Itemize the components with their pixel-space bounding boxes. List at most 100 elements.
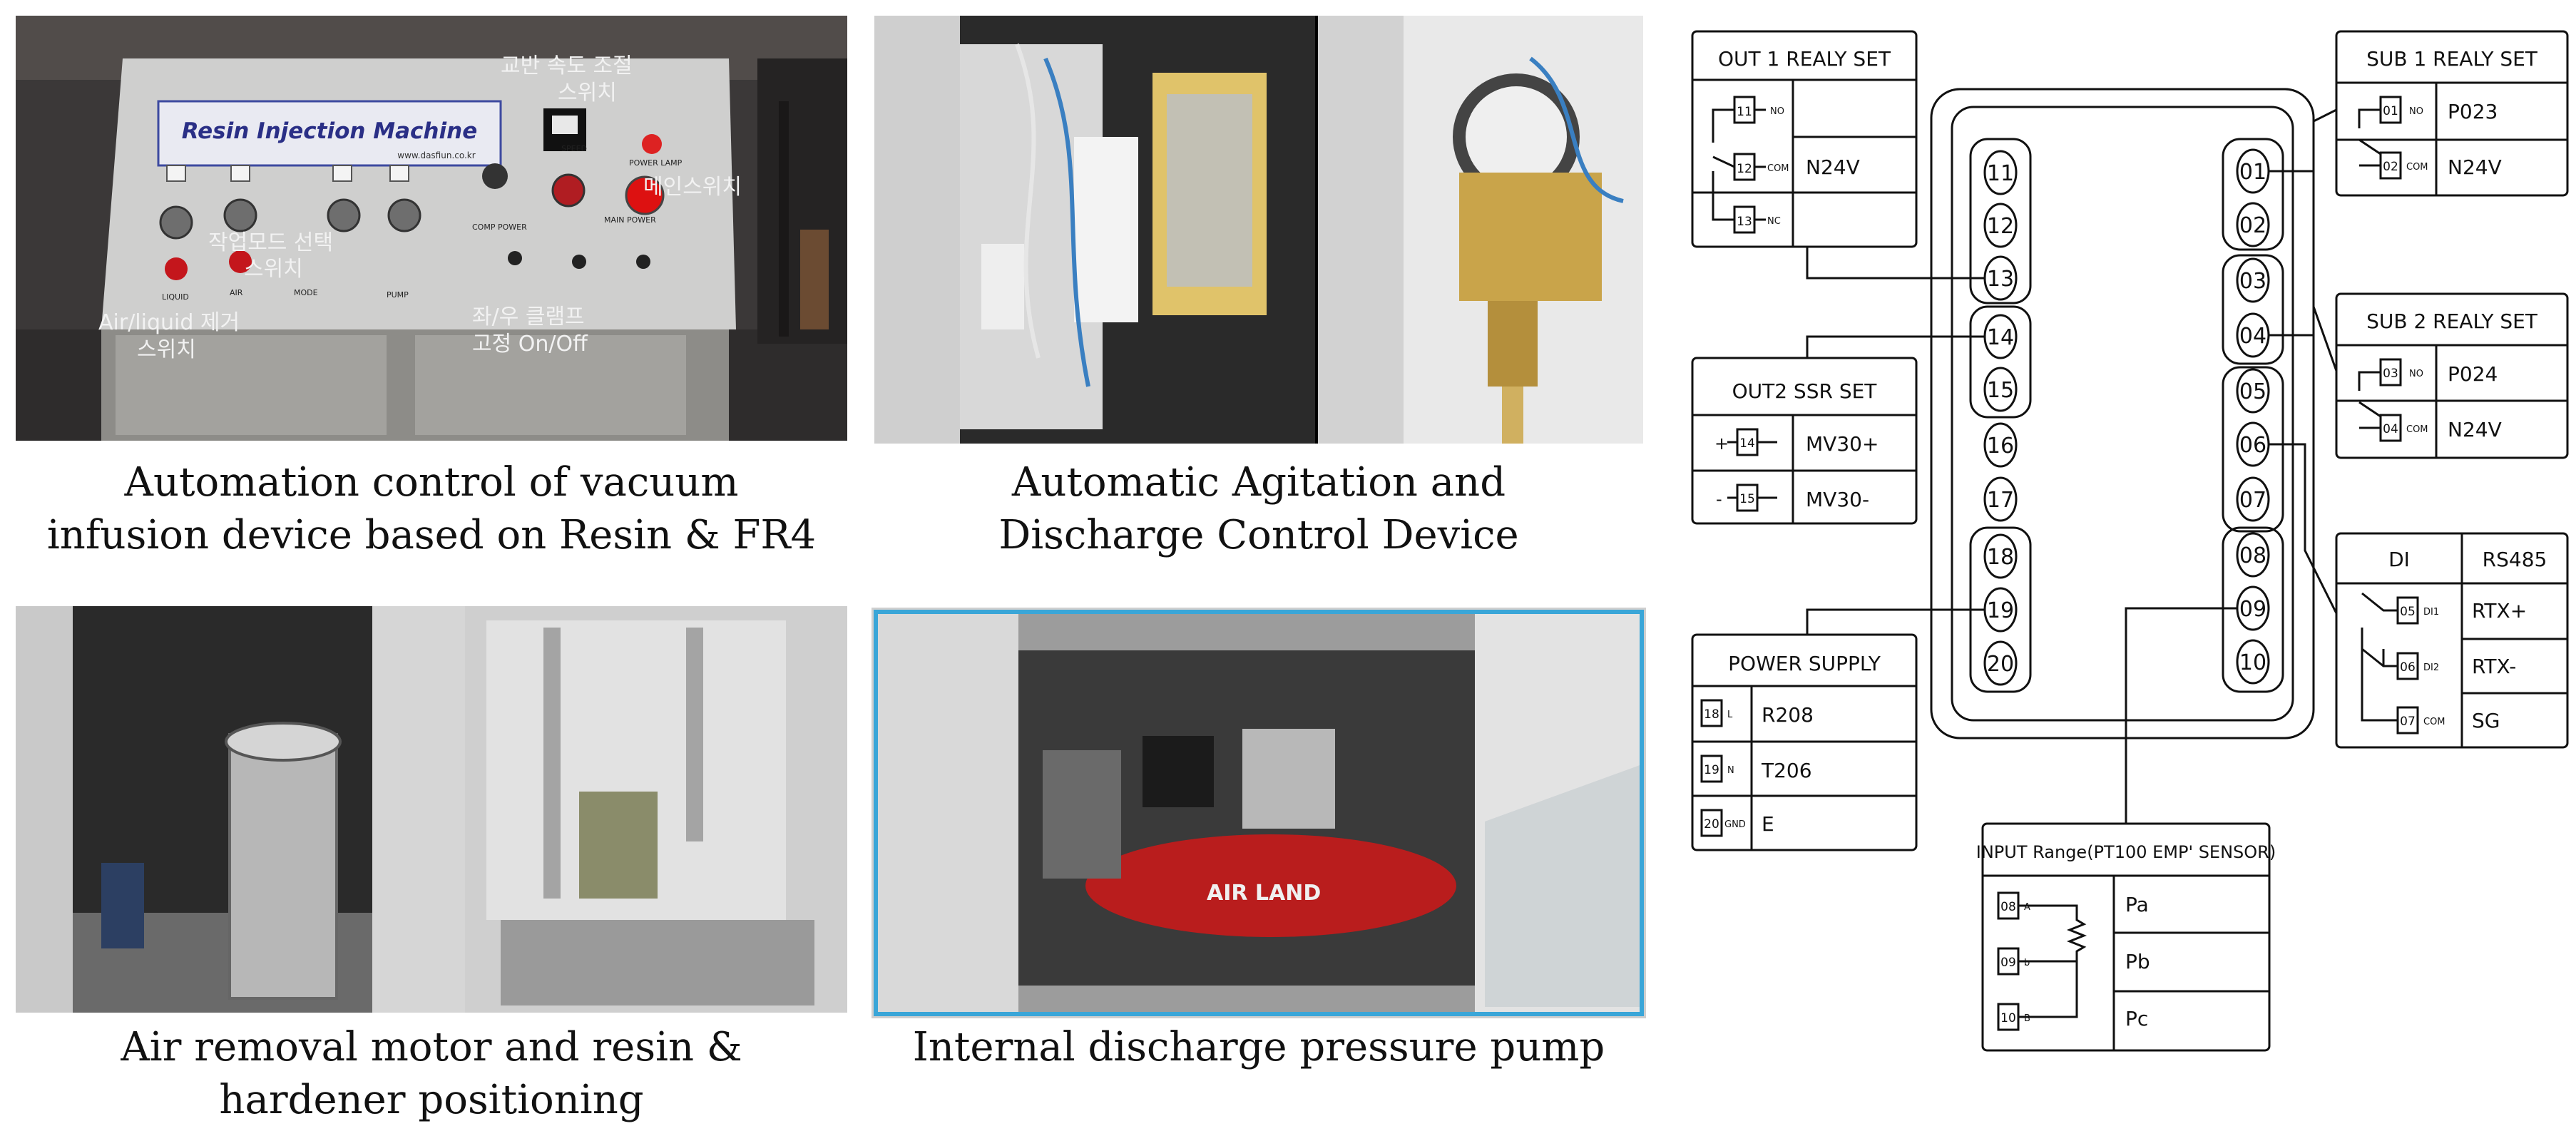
power-row-2: T206 (1761, 759, 1812, 782)
terminal-18: 18 (1987, 545, 2014, 570)
terminal-03: 03 (2239, 269, 2266, 294)
svg-text:PUMP: PUMP (387, 290, 409, 300)
out2-sign: - (1716, 489, 1722, 509)
sub1-relay-block: SUB 1 REALY SET P023 N24V 01 02 NO COM (2335, 30, 2569, 197)
power-pin: 18 (1704, 707, 1719, 722)
mode-switch-label-1: 작업모드 선택 (208, 230, 333, 255)
terminal-15: 15 (1987, 378, 2014, 403)
machine-title: Resin Injection Machine (182, 118, 477, 144)
terminal-06: 06 (2239, 433, 2266, 458)
input-range-block: INPUT Range(PT100 EMP' SENSOR) Pa Pb Pc … (1976, 822, 2276, 1052)
photo-control-panel: Resin Injection Machine www.dasfiun.co.k… (16, 16, 847, 441)
caption-line: Air removal motor and resin & (121, 1024, 742, 1070)
out1-pin: 12 (1737, 162, 1752, 176)
terminal-17: 17 (1987, 488, 2014, 513)
di-pin-label: DI1 (2423, 607, 2439, 618)
wiring-diagram: 11 12 13 14 15 16 17 18 19 20 01 02 03 0… (1691, 30, 2569, 1052)
out1-pin-label: NO (1770, 106, 1784, 117)
input-pin: 10 (2000, 1011, 2016, 1025)
sub2-title: SUB 2 REALY SET (2366, 309, 2538, 333)
svg-text:MAIN POWER: MAIN POWER (604, 215, 656, 225)
speed-switch-label-1: 교반 속도 조절 (501, 53, 633, 78)
sub1-pin: 01 (2383, 104, 2398, 118)
input-row-3: Pc (2125, 1007, 2148, 1030)
terminal-16: 16 (1987, 434, 2014, 459)
sub2-row-2: N24V (2448, 418, 2502, 441)
terminals-left: 11 12 13 14 15 16 17 18 19 20 (1983, 150, 2018, 686)
sub2-pin-label: COM (2406, 424, 2428, 435)
speed-switch-label-2: 스위치 (558, 81, 617, 106)
power-pin: 19 (1704, 763, 1719, 777)
terminal-12: 12 (1987, 214, 2014, 239)
svg-text:LIQUID: LIQUID (162, 292, 189, 302)
di-pin: 07 (2400, 715, 2416, 729)
power-pin-label: N (1727, 765, 1734, 776)
terminal-09: 09 (2239, 597, 2266, 622)
rs485-title: RS485 (2483, 548, 2547, 571)
di-pin: 06 (2400, 660, 2416, 675)
power-pin: 20 (1704, 817, 1719, 831)
di-row-2: RTX- (2472, 655, 2516, 678)
out2-sign: + (1714, 434, 1729, 454)
out1-title: OUT 1 REALY SET (1718, 47, 1891, 71)
sub2-pin: 04 (2383, 422, 2398, 436)
input-pin-label: b (2024, 958, 2030, 968)
photo-pressure-pump: AIR LAND (872, 608, 1646, 1018)
controller-inner (1951, 106, 2294, 722)
power-row-3: E (1762, 812, 1774, 836)
power-supply-block: POWER SUPPLY R208 T206 E 18 19 20 L N GN… (1691, 633, 1918, 851)
caption-line: Automation control of vacuum (124, 459, 739, 506)
terminal-05: 05 (2239, 379, 2266, 404)
clamp-label-2: 고정 On/Off (472, 332, 588, 357)
out2-ssr-block: OUT2 SSR SET MV30+ MV30- 14 15 + - (1691, 357, 1918, 525)
machine-website: www.dasfiun.co.kr (397, 150, 475, 160)
caption-pressure-pump: Internal discharge pressure pump (872, 1021, 1646, 1074)
out2-row-1: MV30+ (1806, 432, 1879, 456)
terminal-01: 01 (2239, 160, 2266, 185)
caption-air-removal-motor: Air removal motor and resin & hardener p… (16, 1021, 847, 1127)
terminal-11: 11 (1987, 161, 2014, 186)
svg-text:SPEED: SPEED (561, 144, 587, 153)
svg-text:COMP POWER: COMP POWER (472, 222, 527, 232)
pump-brand: AIR LAND (1207, 881, 1321, 906)
out2-pin: 15 (1739, 492, 1755, 506)
input-pin-label: A (2024, 902, 2030, 913)
di-pin-label: COM (2423, 717, 2445, 727)
input-title: INPUT Range(PT100 EMP' SENSOR) (1976, 842, 2276, 862)
out2-pin: 14 (1739, 436, 1755, 451)
sub1-row-2: N24V (2448, 155, 2502, 179)
caption-line: Automatic Agitation and (1011, 459, 1506, 506)
out1-pin: 13 (1737, 215, 1752, 229)
caption-agitation-device: Automatic Agitation and Discharge Contro… (874, 456, 1643, 562)
controller-outer (1930, 88, 2315, 740)
wires (1806, 108, 2338, 824)
di-title: DI (2388, 548, 2410, 571)
out1-pin-label: NC (1767, 216, 1781, 227)
caption-line: infusion device based on Resin & FR4 (46, 512, 817, 558)
terminal-20: 20 (1987, 652, 2014, 677)
caption-line: Internal discharge pressure pump (912, 1024, 1605, 1070)
caption-control-panel: Automation control of vacuum infusion de… (16, 456, 847, 562)
main-switch-label: 메인스위치 (643, 175, 742, 200)
input-pin-label: B (2024, 1013, 2030, 1024)
terminal-10: 10 (2239, 650, 2266, 675)
terminal-02: 02 (2239, 213, 2266, 238)
air-liquid-label-1: Air/liquid 제거 (98, 310, 240, 335)
power-pin-label: GND (1724, 819, 1746, 830)
input-pin: 09 (2000, 956, 2016, 970)
out1-pin: 11 (1737, 105, 1752, 119)
svg-text:POWER LAMP: POWER LAMP (629, 158, 683, 168)
input-pin: 08 (2000, 900, 2016, 914)
terminal-19: 19 (1987, 598, 2014, 623)
svg-text:MODE: MODE (294, 288, 318, 297)
sub2-pin: 03 (2383, 367, 2398, 381)
terminal-07: 07 (2239, 488, 2266, 513)
terminal-04: 04 (2239, 324, 2266, 349)
svg-text:AIR: AIR (230, 288, 243, 297)
di-row-1: RTX+ (2472, 599, 2527, 623)
sub1-pin-label: COM (2406, 162, 2428, 173)
sub1-pin-label: NO (2409, 106, 2423, 117)
di-rs485-block: DI RS485 RTX+ RTX- SG 05 06 07 DI1 DI2 C… (2335, 532, 2569, 749)
out1-row-2: N24V (1806, 155, 1860, 179)
terminal-13: 13 (1987, 267, 2014, 292)
